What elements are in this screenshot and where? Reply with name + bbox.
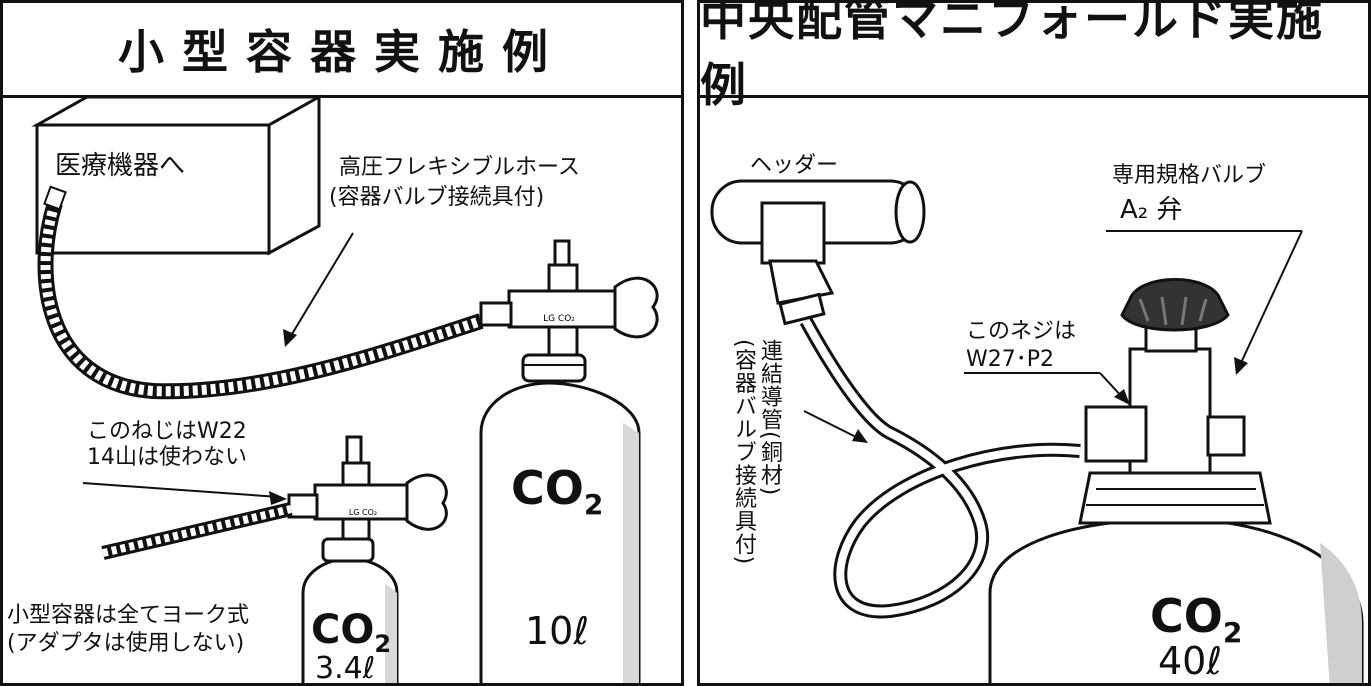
flexible-hose — [37, 185, 484, 400]
hose-arrow — [283, 329, 297, 347]
header-label: ヘッダー — [750, 153, 839, 178]
hose-label-line2: (容器バルブ接続具付) — [329, 185, 545, 210]
small-container-title-bar: 小型容器実施例 — [3, 3, 681, 98]
valve-arrow — [1234, 357, 1248, 375]
manifold-title: 中央配管マニフォールド実施例 — [700, 0, 1324, 112]
screw-note-line1: このねじはW22 — [87, 419, 247, 444]
small-cylinder — [101, 435, 448, 683]
pipe-label-col1: 連結導管(銅材) — [757, 339, 782, 497]
screw-note-right-line2: W27･P2 — [966, 347, 1055, 372]
screw-note-line2: 14山は使わない — [87, 445, 247, 470]
manifold-cylinder — [988, 278, 1364, 683]
manifold-cylinder-gas-label: CO2 — [1150, 589, 1243, 650]
connecting-pipe-inner — [802, 319, 1081, 616]
leader-lines — [82, 232, 354, 498]
small-cylinder-capacity: 3.4ℓ — [315, 651, 376, 686]
small-container-title: 小型容器実施例 — [118, 25, 566, 79]
large-cylinder — [479, 239, 659, 683]
yoke-note-line2: (アダプタは使用しない) — [7, 631, 245, 656]
valve-label-line1: 専用規格バルブ — [1112, 163, 1267, 188]
pipe-label-col2: (容器バルブ接続具付) — [731, 339, 756, 566]
screw-arrow — [269, 491, 287, 505]
large-valve-marking: LG CO₂ — [543, 314, 575, 324]
large-cylinder-gas-label: CO2 — [511, 461, 604, 522]
header-pipe — [710, 179, 926, 326]
pipe-arrow — [852, 429, 868, 443]
manifold-cylinder-capacity: 40ℓ — [1158, 639, 1223, 683]
manifold-title-bar: 中央配管マニフォールド実施例 — [700, 3, 1368, 112]
medical-device-label: 医療機器へ — [55, 151, 186, 181]
medical-device-box — [31, 94, 325, 256]
small-container-panel: 小型容器実施例 — [0, 0, 684, 686]
manifold-panel: 中央配管マニフォールド実施例 — [697, 0, 1371, 686]
small-cylinder-gas-label: CO2 — [311, 607, 392, 658]
valve-label-line2: A₂ 弁 — [1120, 195, 1183, 225]
screw-note-right-line1: このネジは — [966, 319, 1077, 344]
small-container-illustration: LG CO₂ LG CO₂ — [31, 94, 659, 683]
manifold-illustration — [710, 179, 1364, 683]
screw-arrow-right — [1114, 389, 1130, 405]
manifold-leader-lines — [803, 230, 1303, 440]
yoke-note-line1: 小型容器は全てヨーク式 — [7, 603, 250, 628]
small-valve-marking: LG CO₂ — [349, 508, 377, 517]
hose-label-line1: 高圧フレキシブルホース — [339, 155, 580, 180]
large-cylinder-capacity: 10ℓ — [525, 609, 590, 653]
